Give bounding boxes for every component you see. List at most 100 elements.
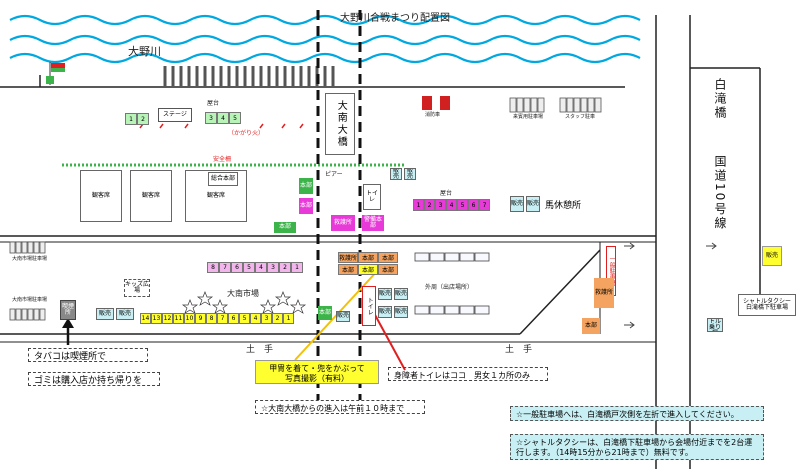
orange-booth: 本部 — [378, 252, 398, 263]
dote-left-label: 土 手 — [246, 345, 274, 355]
market-no: 7 — [217, 313, 228, 324]
stage-booths: 3 4 5 — [205, 112, 241, 124]
sale-box: 販売 — [404, 168, 416, 180]
market-yellow-row: 14 13 12 11 10 9 8 7 6 5 4 3 2 1 — [140, 313, 294, 324]
tent-sub-box: 総合本部 — [208, 172, 238, 186]
outer-area-boxes — [414, 252, 490, 315]
market-green-box: 本部 — [318, 306, 332, 320]
market-no: 3 — [261, 313, 272, 324]
shuttle-stop-box: シャトル乗り場 — [707, 318, 723, 332]
market-no: 3 — [267, 262, 279, 273]
magenta-small-box: 本部 — [299, 198, 313, 214]
note-oonan: ☆大南大橋からの進入は午前１０時まで — [255, 400, 425, 414]
yatai-no: 7 — [479, 199, 490, 211]
firetruck-icon — [422, 96, 450, 110]
route-yellow-box: 販売 — [762, 246, 782, 266]
market-no: 5 — [239, 313, 250, 324]
booth-no: 5 — [229, 112, 241, 124]
yatai-no: 5 — [457, 199, 468, 211]
tent-3: 観客席 — [185, 170, 247, 222]
sale-box: 販売 — [390, 168, 402, 180]
cyan-booth-r1: 販売 — [378, 288, 392, 300]
stage-box: ステージ — [158, 108, 192, 122]
smoking-area-box: 喫煙所 — [60, 300, 76, 320]
tent-1: 観客席 — [80, 170, 122, 222]
bridge-right-label: 白滝橋 — [713, 78, 727, 120]
stage-no: 1 — [125, 113, 137, 125]
guest-parking-label: 来賓用駐車場 — [513, 114, 544, 120]
parking-orange-box-2: 本部 — [582, 318, 600, 334]
toilet-box: トイレ — [363, 184, 381, 210]
parking-orange-box: 救護所 — [594, 278, 614, 308]
market-no: 2 — [272, 313, 283, 324]
left-cyan-box-2: 販売 — [116, 308, 134, 320]
first-aid-box: 救護所 — [331, 215, 355, 231]
safety-fence-label: 安全柵 — [213, 156, 232, 163]
left-parking-blocks — [9, 241, 46, 321]
exit-arrows — [624, 242, 717, 329]
yatai-no: 4 — [446, 199, 457, 211]
green-small-box: 本部 — [299, 178, 313, 194]
firetruck-label: 消防車 — [425, 112, 441, 118]
right-sale-box: 販売 — [526, 196, 540, 212]
note-shuttle: ☆シャトルタクシーは、白滝橋下駐車場から会場付近までを2台運行します。（14時1… — [510, 434, 764, 460]
market-cyan-box: 販売 — [336, 311, 350, 322]
yatai-no: 3 — [435, 199, 446, 211]
market-no: 7 — [219, 262, 231, 273]
orange-booths-top: 救護所 本部 本部 — [338, 252, 398, 263]
stage-row: 1 2 — [125, 113, 149, 125]
market-no: 1 — [291, 262, 303, 273]
kagaribi-label: （かがり火） — [228, 130, 265, 137]
staff-parking-label: スタッフ駐車 — [565, 114, 596, 120]
market-no: 6 — [231, 262, 243, 273]
fence-posts — [163, 66, 335, 86]
kagaribi-marks — [139, 123, 304, 129]
market-no: 6 — [228, 313, 239, 324]
outer-area-label: 外周（出店場所） — [425, 284, 474, 291]
stage-yatai-label: 屋台 — [207, 100, 220, 107]
taxi-parking-box: シャトルタクシー 白滝橋下駐車場 — [738, 294, 796, 316]
route-label: 国道10号線 — [713, 155, 727, 231]
kids-area-box: キッズ広場 — [124, 279, 150, 297]
yatai-no: 2 — [424, 199, 435, 211]
left-parking-label: 大南市場駐車場 — [12, 256, 48, 262]
market-pink-row: 8 7 6 5 4 3 2 1 — [207, 262, 303, 273]
market-stars — [181, 291, 307, 314]
market-no: 10 — [184, 313, 195, 324]
tent-sub-label: 総合本部 — [210, 174, 235, 182]
note-toilet: 身障者トイレはココ 男女１カ所のみ — [388, 367, 548, 381]
booth-no: 3 — [205, 112, 217, 124]
left-cyan-box: 販売 — [96, 308, 114, 320]
flag-icon — [46, 62, 65, 85]
market-no: 11 — [173, 313, 184, 324]
accessible-toilet-box: トイレ — [362, 286, 376, 326]
market-no: 14 — [140, 313, 151, 324]
guest-parking-blocks — [509, 97, 602, 113]
market-no: 8 — [207, 262, 219, 273]
note-yoroi: 甲冑を着て・兜をかぶって 写真撮影（有料） — [255, 360, 379, 384]
market-no: 1 — [283, 313, 294, 324]
market-no: 9 — [195, 313, 206, 324]
green-hq-box: 本部 — [274, 222, 296, 233]
cyan-booth-r4: 販売 — [394, 306, 408, 318]
note-ippan: ☆一般駐車場へは、白滝橋戸次側を左折で進入してください。 — [510, 406, 764, 421]
bridge-pier-label: ピアー — [325, 171, 343, 178]
market-no: 12 — [162, 313, 173, 324]
orange-booth: 救護所 — [338, 252, 358, 263]
river-waves — [9, 14, 641, 64]
orange-booth: 本部 — [378, 264, 398, 275]
yatai-no: 6 — [468, 199, 479, 211]
market-no: 5 — [243, 262, 255, 273]
orange-booths-bottom: 本部 本部 本部 — [338, 264, 398, 275]
cyan-booth-r2: 販売 — [394, 288, 408, 300]
market-no: 8 — [206, 313, 217, 324]
booth-no: 4 — [217, 112, 229, 124]
river-label: 大野川 — [128, 45, 161, 58]
dote-right-label: 土 手 — [505, 345, 533, 355]
map-title: 大野川合戦まつり配置図 — [340, 13, 450, 24]
yatai-right-label: 屋台 — [440, 190, 453, 197]
market-no: 4 — [250, 313, 261, 324]
yatai-right-row: 1 2 3 4 5 6 7 — [413, 199, 490, 211]
tent-3-label: 観客席 — [206, 191, 225, 199]
left-parking2-label: 大南市場駐車場 — [12, 297, 48, 303]
